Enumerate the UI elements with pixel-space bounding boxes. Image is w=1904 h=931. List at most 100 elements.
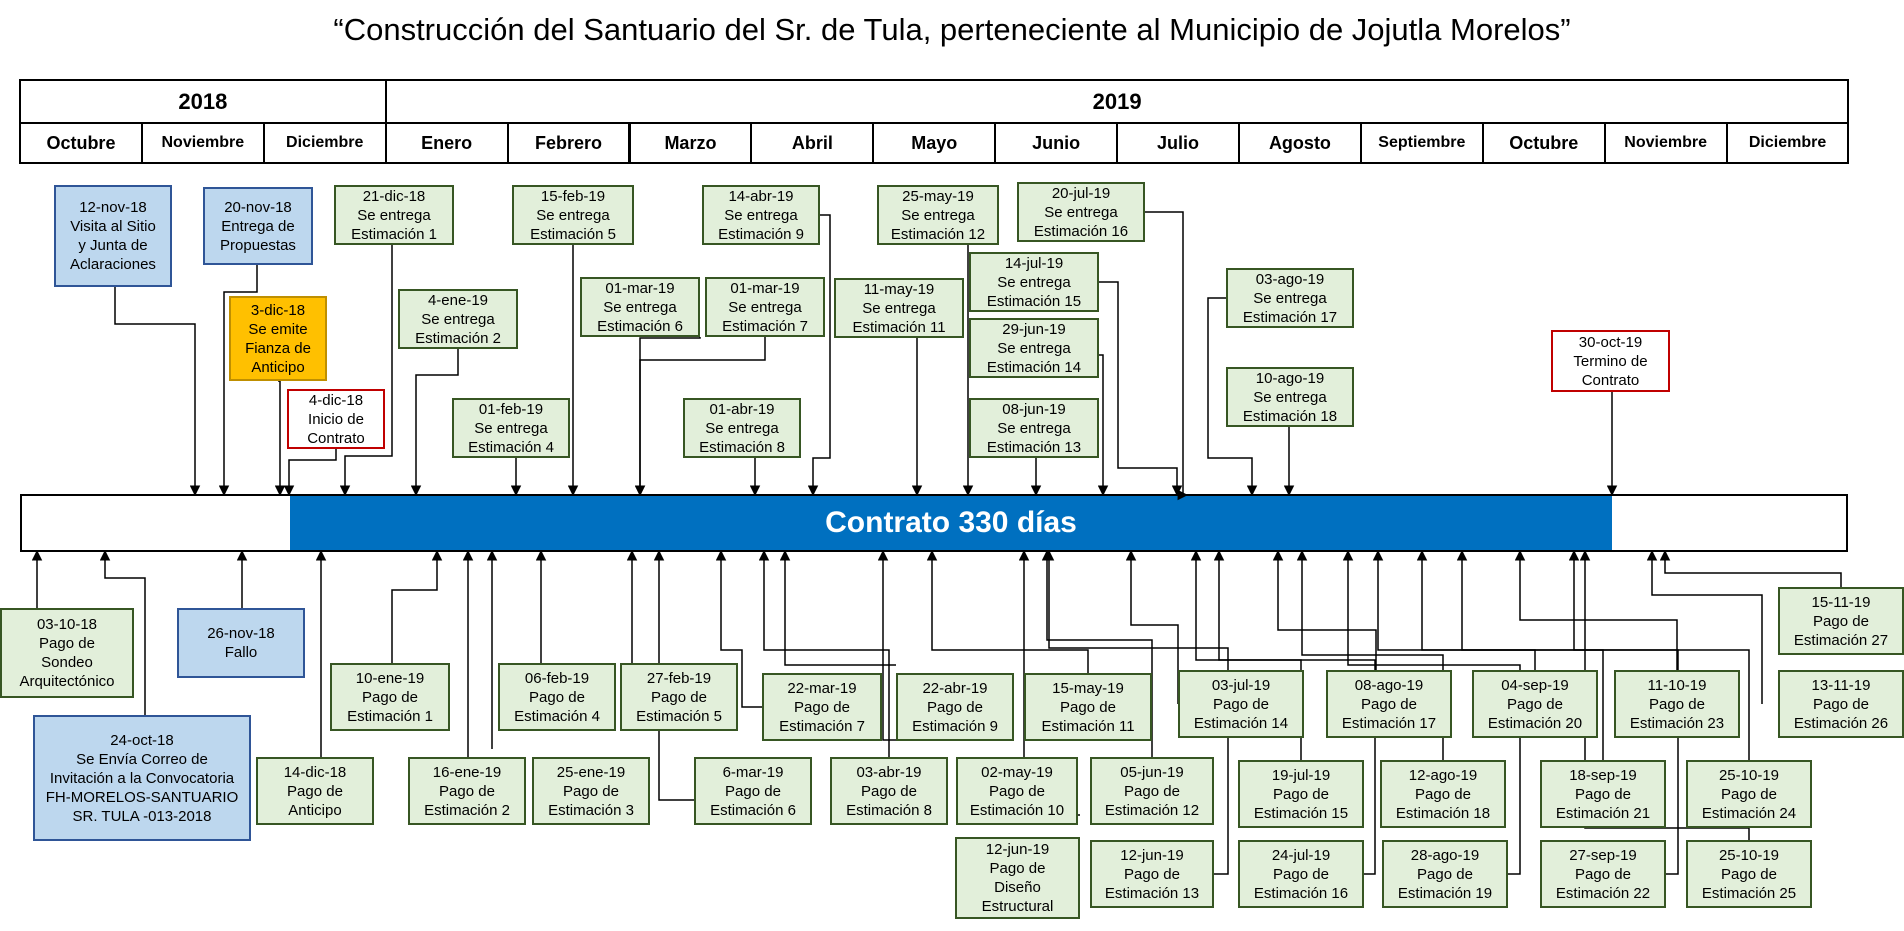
payment-box: 05-jun-19 Pago de Estimación 12 <box>1090 757 1214 825</box>
event-text: 25-may-19 Se entrega Estimación 12 <box>890 187 986 243</box>
milestone-box: 20-nov-18 Entrega de Propuestas <box>203 187 313 265</box>
connector-arrow <box>339 245 393 497</box>
payment-box: 28-ago-19 Pago de Estimación 19 <box>1382 840 1508 908</box>
event-text: 04-sep-19 Pago de Estimación 20 <box>1487 676 1583 732</box>
milestone-box: 4-dic-18 Inicio de Contrato <box>287 389 385 449</box>
event-text: 30-oct-19 Termino de Contrato <box>1573 333 1648 389</box>
month-cell: Abril <box>750 122 875 164</box>
payment-box: 13-11-19 Pago de Estimación 26 <box>1778 670 1904 738</box>
payment-box: 14-dic-18 Pago de Anticipo <box>256 757 374 825</box>
month-cell: Noviembre <box>1603 122 1728 164</box>
payment-box: 25-10-19 Pago de Estimación 25 <box>1686 840 1812 908</box>
month-cell: Septiembre <box>1359 122 1484 164</box>
event-text: 10-ene-19 Pago de Estimación 1 <box>347 669 433 725</box>
event-text: 13-11-19 Pago de Estimación 26 <box>1793 676 1889 732</box>
payment-box: 03-10-18 Pago de Sondeo Arquitectónico <box>0 608 134 698</box>
milestone-box: 01-mar-19 Se entrega Estimación 6 <box>580 277 700 337</box>
event-text: 29-jun-19 Se entrega Estimación 14 <box>986 320 1082 376</box>
milestone-box: 14-abr-19 Se entrega Estimación 9 <box>702 185 820 245</box>
event-text: 19-jul-19 Pago de Estimación 15 <box>1253 766 1349 822</box>
event-text: 01-abr-19 Se entrega Estimación 8 <box>699 400 785 456</box>
payment-box: 15-11-19 Pago de Estimación 27 <box>1778 587 1904 655</box>
payment-box: 22-mar-19 Pago de Estimación 7 <box>762 673 882 741</box>
event-text: 15-11-19 Pago de Estimación 27 <box>1793 593 1889 649</box>
milestone-box: 29-jun-19 Se entrega Estimación 14 <box>969 318 1099 378</box>
event-text: 06-feb-19 Pago de Estimación 4 <box>514 669 600 725</box>
payment-box: 12-ago-19 Pago de Estimación 18 <box>1380 760 1506 828</box>
event-text: 26-nov-18 Fallo <box>207 625 275 661</box>
year-cell-2019: 2019 <box>384 79 1850 124</box>
event-text: 08-jun-19 Se entrega Estimación 13 <box>986 400 1082 456</box>
month-cell: Marzo <box>628 122 753 164</box>
payment-box: 19-jul-19 Pago de Estimación 15 <box>1238 760 1364 828</box>
payment-box: 26-nov-18 Fallo <box>177 608 305 678</box>
connector-arrow <box>410 349 459 497</box>
payment-box: 06-feb-19 Pago de Estimación 4 <box>498 663 616 731</box>
month-cell: Mayo <box>872 122 997 164</box>
connector-arrow <box>758 549 890 757</box>
event-text: 12-jun-19 Pago de Estimación 13 <box>1104 846 1200 902</box>
milestone-box: 14-jul-19 Se entrega Estimación 15 <box>969 252 1099 312</box>
event-text: 3-dic-18 Se emite Fianza de Anticipo <box>245 301 311 376</box>
event-text: 05-jun-19 Pago de Estimación 12 <box>1104 763 1200 819</box>
connector-arrow <box>99 549 146 715</box>
connector-arrow <box>274 380 286 497</box>
payment-box: 22-abr-19 Pago de Estimación 9 <box>896 673 1014 741</box>
connector-arrow <box>1646 549 1763 704</box>
milestone-box: 12-nov-18 Visita al Sitio y Junta de Acl… <box>54 185 172 287</box>
milestone-box: 20-jul-19 Se entrega Estimación 16 <box>1017 182 1145 242</box>
payment-box: 04-sep-19 Pago de Estimación 20 <box>1472 670 1598 738</box>
milestone-box: 10-ago-19 Se entrega Estimación 18 <box>1226 367 1354 427</box>
month-cell: Febrero <box>506 122 631 164</box>
event-text: 27-feb-19 Pago de Estimación 5 <box>636 669 722 725</box>
connector-arrow <box>1145 211 1189 501</box>
connector-arrow <box>807 214 831 497</box>
connector-lines <box>31 211 1842 875</box>
connector-arrow <box>1514 549 1678 670</box>
contract-period-bar <box>290 496 1612 550</box>
event-text: 24-jul-19 Pago de Estimación 16 <box>1253 846 1349 902</box>
payment-box: 25-10-19 Pago de Estimación 24 <box>1686 760 1812 828</box>
event-text: 12-nov-18 Visita al Sitio y Junta de Acl… <box>70 199 156 273</box>
milestone-box: 30-oct-19 Termino de Contrato <box>1551 330 1670 392</box>
connector-arrow <box>1097 354 1109 497</box>
event-text: 21-dic-18 Se entrega Estimación 1 <box>351 187 437 243</box>
milestone-box: 15-feb-19 Se entrega Estimación 5 <box>512 185 634 245</box>
event-text: 10-ago-19 Se entrega Estimación 18 <box>1242 369 1338 425</box>
connector-arrow <box>1043 549 1229 875</box>
milestone-box: 01-feb-19 Se entrega Estimación 4 <box>452 398 570 458</box>
event-text: 14-jul-19 Se entrega Estimación 15 <box>986 254 1082 310</box>
event-text: 03-10-18 Pago de Sondeo Arquitectónico <box>19 616 115 690</box>
month-cell: Octubre <box>1481 122 1606 164</box>
event-text: 14-dic-18 Pago de Anticipo <box>283 763 347 819</box>
event-text: 02-may-19 Pago de Estimación 10 <box>969 763 1065 819</box>
connector-arrow <box>1041 549 1153 757</box>
milestone-box: 21-dic-18 Se entrega Estimación 1 <box>334 185 454 245</box>
connector-arrow <box>1099 281 1183 497</box>
event-text: 11-may-19 Se entrega Estimación 11 <box>852 280 946 336</box>
connector-arrow <box>391 549 443 663</box>
payment-box: 15-may-19 Pago de Estimación 11 <box>1024 673 1152 741</box>
event-text: 4-ene-19 Se entrega Estimación 2 <box>415 291 501 347</box>
connector-arrow <box>218 265 258 497</box>
payment-box: 27-sep-19 Pago de Estimación 22 <box>1540 840 1666 908</box>
connector-arrow <box>1568 549 1750 760</box>
payment-box: 02-may-19 Pago de Estimación 10 <box>956 757 1078 825</box>
connector-arrow <box>1213 549 1376 875</box>
event-text: 08-ago-19 Pago de Estimación 17 <box>1341 676 1437 732</box>
payment-box: 16-ene-19 Pago de Estimación 2 <box>408 757 526 825</box>
month-cell: Junio <box>994 122 1119 164</box>
connector-arrow <box>1207 297 1258 497</box>
month-cell: Noviembre <box>140 122 265 164</box>
event-text: 24-oct-18 Se Envía Correo de Invitación … <box>45 731 239 825</box>
event-text: 27-sep-19 Pago de Estimación 22 <box>1555 846 1651 902</box>
month-cell: Agosto <box>1238 122 1362 164</box>
month-cell: Diciembre <box>262 122 387 164</box>
event-text: 22-abr-19 Pago de Estimación 9 <box>912 679 998 735</box>
month-cell: Julio <box>1116 122 1240 164</box>
connector-arrow <box>1372 549 1536 670</box>
payment-box: 27-feb-19 Pago de Estimación 5 <box>620 663 738 731</box>
milestone-box: 25-may-19 Se entrega Estimación 12 <box>877 185 999 245</box>
connector-arrow <box>779 549 896 666</box>
event-text: 20-nov-18 Entrega de Propuestas <box>220 198 296 254</box>
